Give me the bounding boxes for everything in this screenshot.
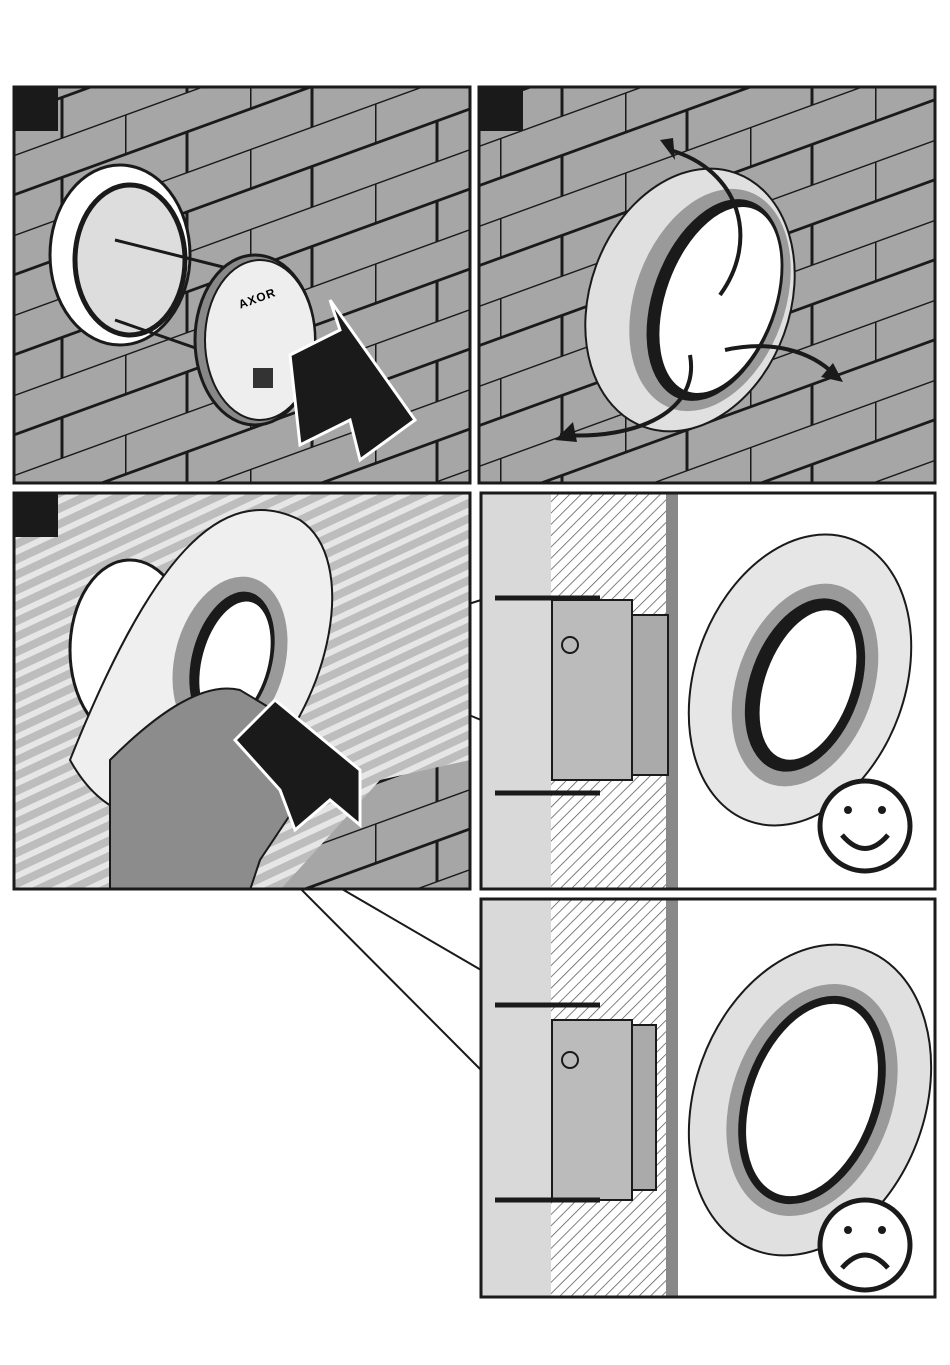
panel-2-tear-paper xyxy=(477,85,937,485)
press-arrow-icon xyxy=(232,697,362,833)
step-number-box-1 xyxy=(14,87,58,131)
sad-face-icon xyxy=(817,1197,913,1293)
valve-body xyxy=(551,599,633,781)
panel-3-press-sleeve xyxy=(12,491,472,891)
qr-code xyxy=(253,368,273,388)
step-number-box-3 xyxy=(14,493,58,537)
masonry-wall xyxy=(481,493,551,889)
step-number-box-2 xyxy=(479,87,523,131)
screws xyxy=(495,595,600,796)
panel-5-incorrect-result xyxy=(479,897,937,1299)
panel-1-remove-cap: AXOR xyxy=(12,85,472,485)
tear-direction-arrows xyxy=(559,148,837,438)
panel-4-correct-result xyxy=(479,491,937,891)
happy-face-icon xyxy=(817,778,913,874)
pull-arrow-icon xyxy=(288,299,418,463)
